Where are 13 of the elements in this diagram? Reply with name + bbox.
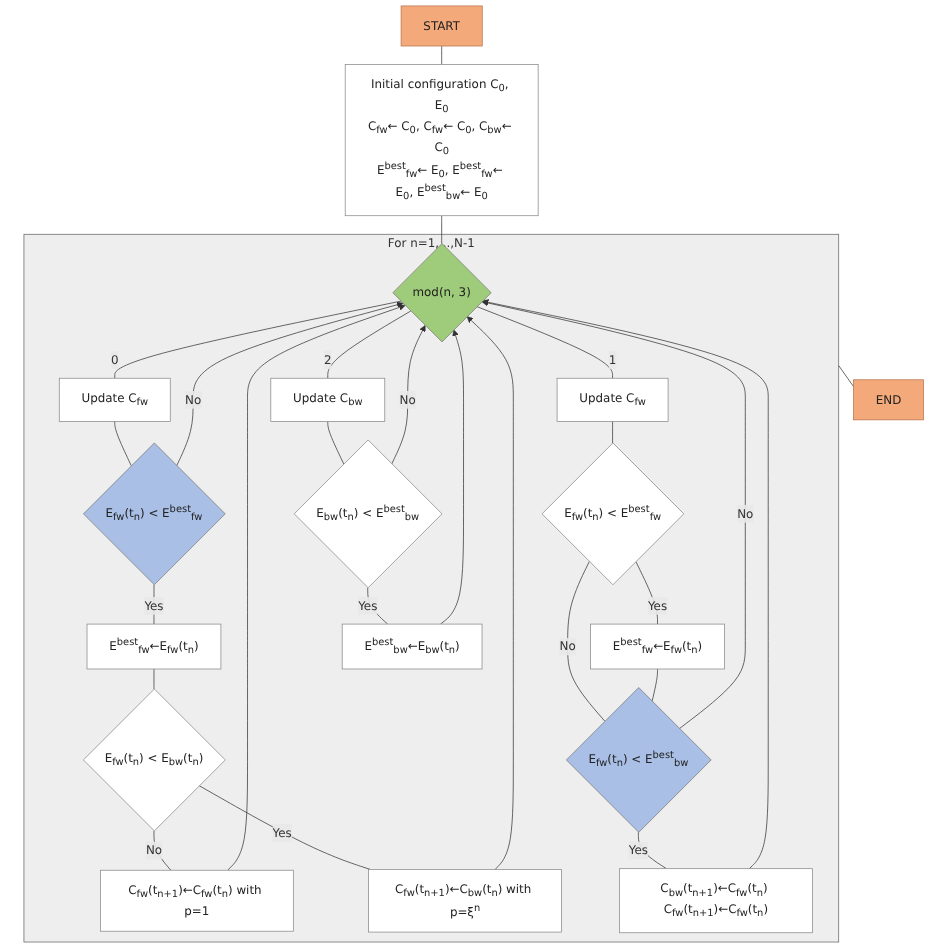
connector [367,587,389,625]
connector [199,785,371,870]
connector [838,365,855,387]
connector [114,421,132,467]
connector [327,421,345,465]
connector [567,561,606,722]
connector [612,421,614,444]
connector [476,306,614,379]
connector [327,310,412,379]
connector [651,668,659,702]
connector [114,300,402,379]
connector [441,215,443,244]
connector [441,45,443,65]
